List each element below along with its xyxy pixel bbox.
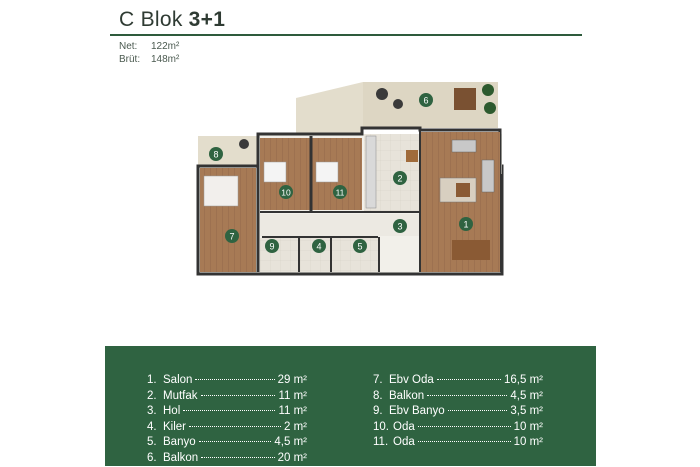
svg-text:8: 8 [213, 150, 218, 160]
floor-plan: 1 2 3 4 5 6 7 8 9 10 11 [0, 0, 700, 346]
marker-3: 3 [393, 219, 407, 233]
dining-table [452, 240, 490, 260]
marker-10: 10 [279, 185, 293, 199]
svg-text:6: 6 [423, 96, 428, 106]
svg-text:2: 2 [397, 174, 402, 184]
plant-2 [484, 102, 496, 114]
svg-text:5: 5 [357, 242, 362, 252]
svg-text:4: 4 [316, 242, 321, 252]
svg-text:9: 9 [269, 242, 274, 252]
terrace-slab [296, 82, 363, 134]
sofa [482, 160, 494, 192]
balcony-chair [239, 139, 249, 149]
marker-7: 7 [225, 229, 239, 243]
terrace-table [454, 88, 476, 110]
marker-1: 1 [459, 217, 473, 231]
svg-text:3: 3 [397, 222, 402, 232]
marker-8: 8 [209, 147, 223, 161]
svg-text:7: 7 [229, 232, 234, 242]
marker-5: 5 [353, 239, 367, 253]
terrace-chair-1 [376, 88, 388, 100]
marker-6: 6 [419, 93, 433, 107]
svg-text:10: 10 [281, 188, 291, 198]
marker-2: 2 [393, 171, 407, 185]
balcony-8 [198, 136, 258, 168]
marker-11: 11 [333, 185, 347, 199]
master-bed [204, 176, 238, 206]
plant-1 [482, 84, 494, 96]
kitchen-counter [366, 136, 376, 208]
kitchen-table [406, 150, 418, 162]
armchair [452, 140, 476, 152]
svg-text:1: 1 [463, 220, 468, 230]
marker-9: 9 [265, 239, 279, 253]
coffee-table [456, 183, 470, 197]
terrace-chair-2 [393, 99, 403, 109]
bed-10 [264, 162, 286, 182]
bed-11 [316, 162, 338, 182]
marker-4: 4 [312, 239, 326, 253]
svg-text:11: 11 [336, 188, 345, 198]
